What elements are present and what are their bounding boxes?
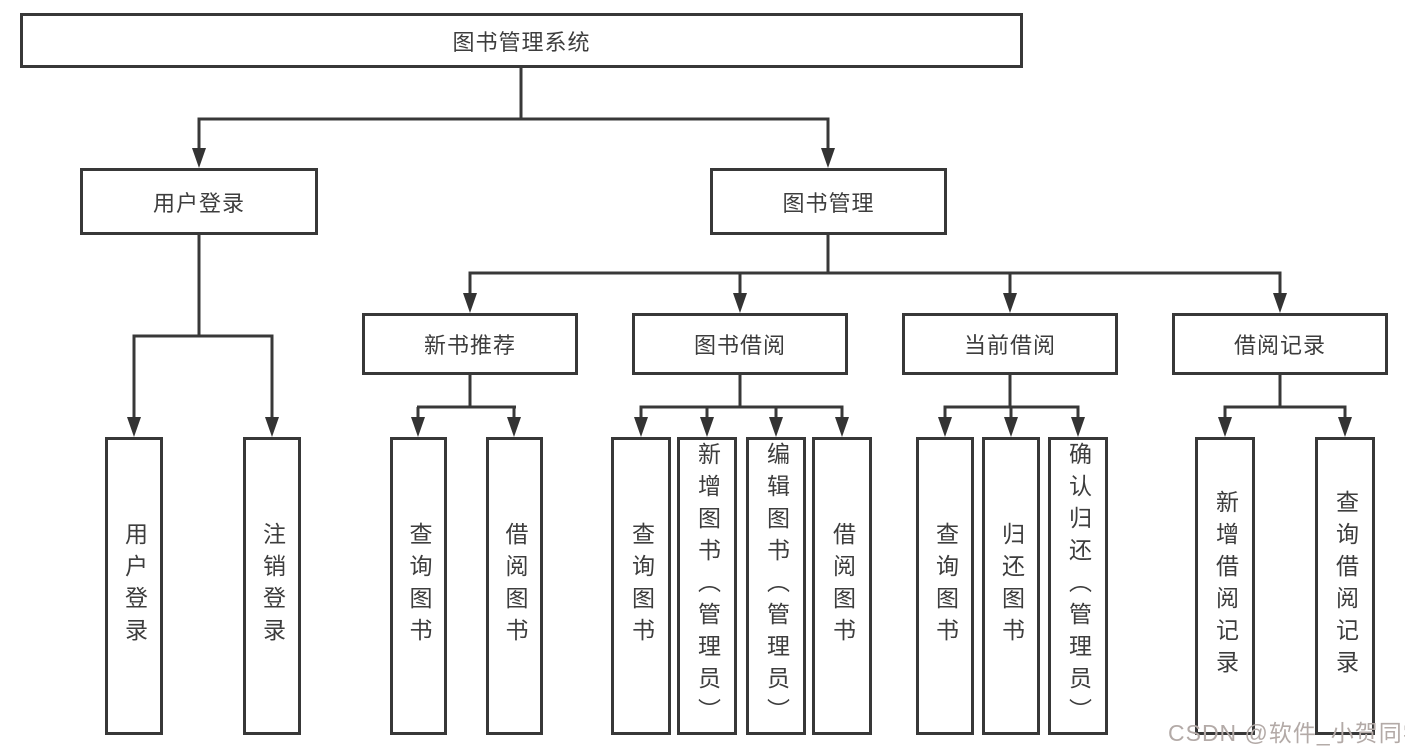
arrow-down-icon (700, 417, 714, 437)
connector-book-management-to-level3 (463, 235, 1287, 313)
leaf-label: 注销登录 (259, 522, 286, 650)
leaf-label: 用户登录 (121, 522, 148, 650)
node-leaf-query-books-current: 查询图书 (916, 437, 974, 735)
node-book-management: 图书管理 (710, 168, 947, 235)
arrow-down-icon (1273, 293, 1287, 313)
arrow-down-icon (127, 417, 141, 437)
node-leaf-user-login: 用户登录 (105, 437, 163, 735)
arrow-down-icon (634, 417, 648, 437)
connector-root-to-level2 (192, 68, 835, 168)
arrow-down-icon (1338, 417, 1352, 437)
connector-borrow-record-to-children (1218, 375, 1352, 437)
node-borrow-record: 借阅记录 (1172, 313, 1388, 375)
arrow-down-icon (265, 417, 279, 437)
node-current-borrow: 当前借阅 (902, 313, 1118, 375)
arrow-down-icon (835, 417, 849, 437)
node-new-book-recommend: 新书推荐 (362, 313, 578, 375)
arrow-down-icon (1004, 417, 1018, 437)
node-leaf-return-books: 归还图书 (982, 437, 1040, 735)
connector-current-borrow-to-children (938, 375, 1085, 437)
node-leaf-logout: 注销登录 (243, 437, 301, 735)
leaf-label: 编辑图书（管理员） (763, 442, 790, 730)
arrow-down-icon (463, 293, 477, 313)
arrow-down-icon (1071, 417, 1085, 437)
node-leaf-add-borrow-record: 新增借阅记录 (1195, 437, 1255, 735)
leaf-label: 查询图书 (406, 522, 432, 650)
node-leaf-query-borrow-record: 查询借阅记录 (1315, 437, 1375, 735)
node-leaf-add-books-admin: 新增图书（管理员） (677, 437, 737, 735)
arrow-down-icon (507, 417, 521, 437)
arrow-down-icon (769, 417, 783, 437)
leaf-label: 查询图书 (628, 522, 655, 650)
leaf-label: 新增图书（管理员） (694, 442, 721, 730)
node-leaf-borrow-books-recommend: 借阅图书 (486, 437, 543, 735)
arrow-down-icon (411, 417, 425, 437)
leaf-label: 查询借阅记录 (1332, 490, 1359, 682)
leaf-label: 查询图书 (932, 522, 959, 650)
connector-user-login-to-children (127, 235, 279, 437)
leaf-label: 新增借阅记录 (1212, 490, 1239, 682)
node-root: 图书管理系统 (20, 13, 1023, 68)
arrow-down-icon (938, 417, 952, 437)
connector-new-book-to-children (411, 375, 521, 437)
connector-book-borrow-to-children (634, 375, 849, 437)
arrow-down-icon (821, 148, 835, 168)
arrow-down-icon (1003, 293, 1017, 313)
arrow-down-icon (1218, 417, 1232, 437)
arrow-down-icon (733, 293, 747, 313)
node-leaf-query-books-borrow: 查询图书 (611, 437, 671, 735)
node-leaf-edit-books-admin: 编辑图书（管理员） (746, 437, 806, 735)
arrow-down-icon (192, 148, 206, 168)
csdn-watermark: CSDN @软件_小贺同学 (1168, 720, 1405, 746)
leaf-label: 归还图书 (998, 522, 1025, 650)
leaf-label: 借阅图书 (829, 522, 856, 650)
node-user-login: 用户登录 (80, 168, 318, 235)
node-book-borrow: 图书借阅 (632, 313, 848, 375)
node-leaf-confirm-return-admin: 确认归还（管理员） (1048, 437, 1108, 735)
node-leaf-borrow-books: 借阅图书 (812, 437, 872, 735)
node-leaf-query-books-recommend: 查询图书 (390, 437, 447, 735)
leaf-label: 借阅图书 (502, 522, 528, 650)
leaf-label: 确认归还（管理员） (1065, 442, 1092, 730)
